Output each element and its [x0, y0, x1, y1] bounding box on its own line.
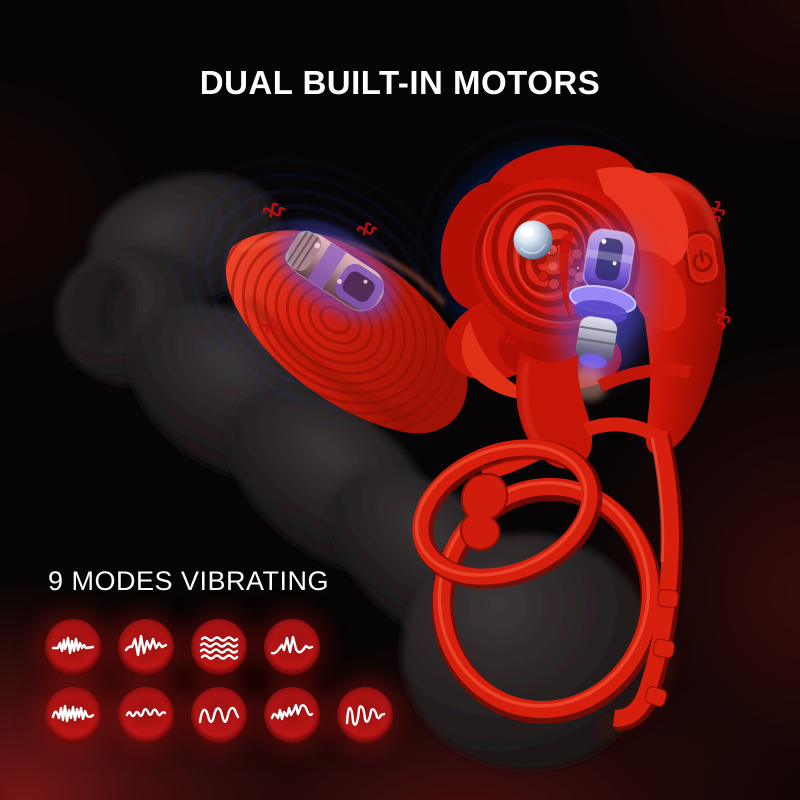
waveform-rise-pulse — [270, 635, 314, 655]
mode-5-badge — [45, 687, 101, 743]
upper-ring — [412, 439, 603, 589]
mode-8-badge — [264, 687, 320, 743]
waveform-step-spikes — [270, 703, 314, 721]
left-motor — [277, 225, 395, 319]
power-button — [682, 230, 722, 286]
mode-6-badge — [118, 687, 174, 743]
steel-ball — [513, 220, 553, 260]
adjustable-strap — [612, 429, 683, 731]
mode-3-badge — [191, 619, 247, 675]
power-icon — [692, 249, 713, 272]
mode-9-badge — [337, 687, 393, 743]
vibration-modes — [45, 619, 393, 743]
modes-row-1 — [45, 619, 393, 675]
waveform-fading-scribble — [345, 705, 386, 726]
waveform-compact-burst — [51, 636, 95, 655]
modes-row-2 — [45, 687, 393, 743]
mode-1-badge — [45, 619, 101, 675]
ring-straps — [412, 363, 692, 731]
mode-2-badge — [118, 619, 174, 675]
waveform-smooth-sine — [198, 706, 240, 724]
mode-7-badge — [191, 687, 247, 743]
waveform-soft-ripple — [125, 708, 167, 718]
modes-section-title: 9 MODES VIBRATING — [48, 566, 330, 596]
waveform-sharp-zigzag — [124, 634, 168, 657]
waveform-steady-lines — [199, 636, 239, 660]
rose-petal-overlay — [559, 230, 575, 322]
waveform-rolling-burst — [51, 704, 95, 723]
ring-connector-tab — [460, 472, 509, 551]
page-title: DUAL BUILT-IN MOTORS — [199, 64, 601, 101]
mode-4-badge — [264, 619, 320, 675]
